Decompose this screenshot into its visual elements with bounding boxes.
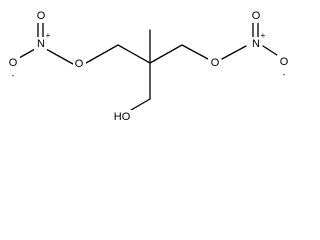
structure-canvas: O N + O - O O N + O - O HO	[7, 9, 290, 124]
atom-n-right: N	[252, 38, 260, 50]
molecule-diagram: O N + O - O O N + O - O HO	[7, 9, 290, 124]
charge-n-left: +	[46, 31, 51, 40]
bond-n-left-o-link	[45, 48, 74, 65]
atom-hydroxyl: HO	[114, 111, 131, 123]
atom-o-top-left: O	[37, 10, 46, 22]
atom-o-left-minus: O	[9, 57, 18, 69]
atom-n-left: N	[37, 38, 45, 50]
charge-o-right-minus: -	[283, 70, 286, 79]
bonds	[18, 22, 281, 114]
charge-n-right: +	[261, 31, 266, 40]
bond-ch2-left-c	[117, 44, 151, 64]
atom-o-right-link: O	[211, 57, 220, 69]
bond-n-left-o-minus	[18, 48, 36, 59]
atom-o-left-link: O	[75, 58, 84, 70]
atoms: O N + O - O O N + O - O HO	[7, 9, 290, 124]
bond-c-ch2-right	[149, 44, 183, 64]
bond-o-right-n	[221, 45, 247, 60]
atom-o-top-right: O	[252, 10, 261, 22]
charge-o-left-minus: -	[12, 71, 15, 80]
atom-o-right-minus: O	[280, 56, 289, 68]
bond-ch2-right-o	[181, 44, 209, 60]
bond-o-left-ch2	[85, 44, 119, 64]
